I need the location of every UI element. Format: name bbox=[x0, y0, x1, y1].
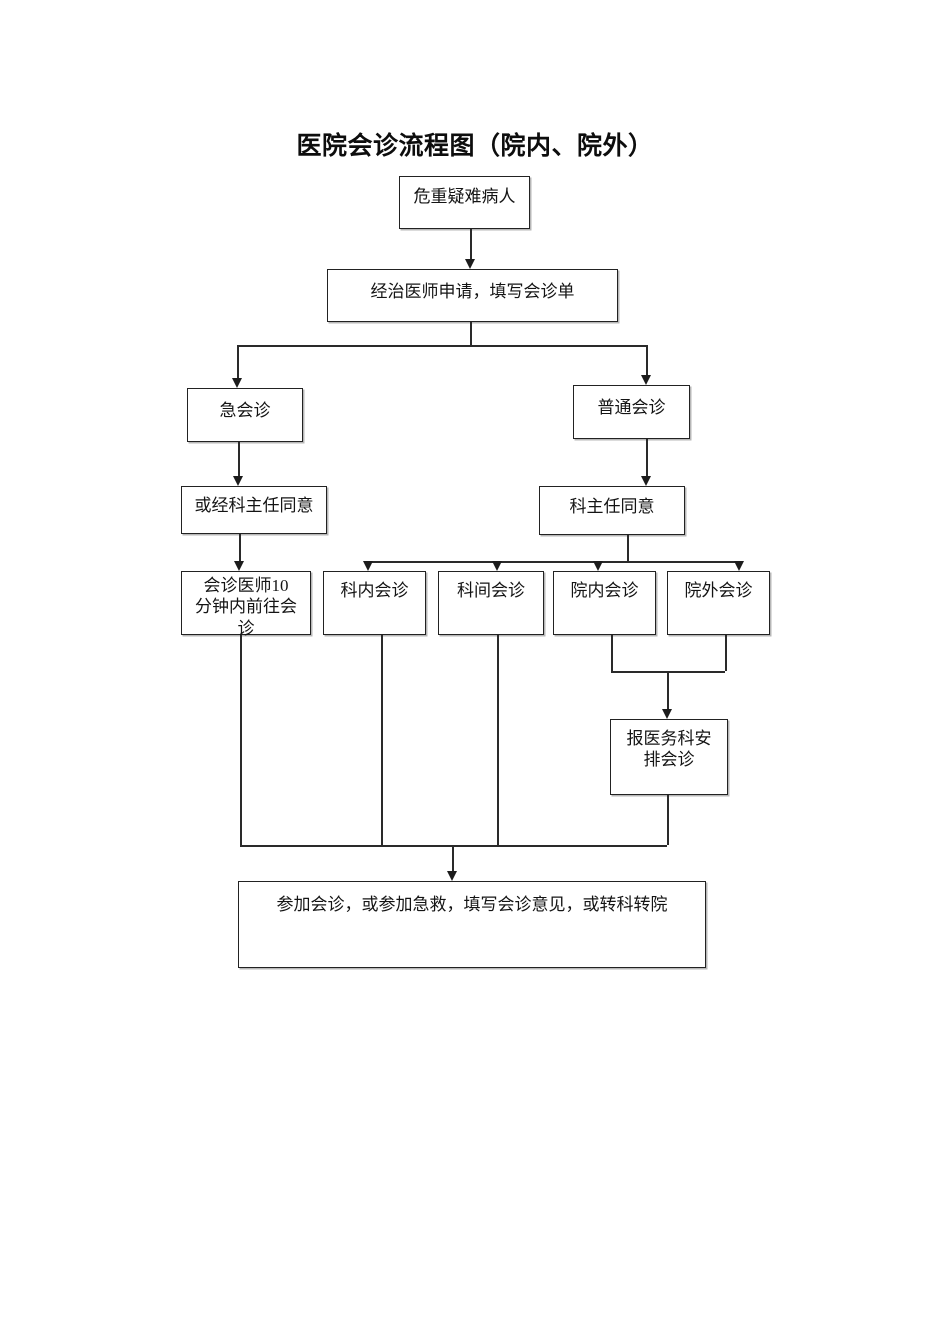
node-dept-director-consent: 科主任同意 bbox=[539, 486, 685, 535]
node-or-dept-director-consent: 或经科主任同意 bbox=[181, 486, 327, 534]
flow-arrowhead bbox=[734, 561, 744, 571]
flow-line bbox=[381, 635, 383, 845]
flow-arrowhead bbox=[641, 375, 651, 385]
flow-arrowhead bbox=[465, 259, 475, 269]
flow-arrowhead bbox=[447, 871, 457, 881]
flow-arrowhead bbox=[233, 476, 243, 486]
flow-line bbox=[238, 442, 240, 477]
flow-line bbox=[452, 845, 454, 872]
flow-line bbox=[646, 439, 648, 477]
flow-line bbox=[725, 635, 727, 671]
flow-line bbox=[365, 561, 740, 563]
flow-arrowhead bbox=[234, 561, 244, 571]
flow-line bbox=[497, 635, 499, 845]
flow-line bbox=[470, 229, 472, 260]
flow-arrowhead bbox=[232, 378, 242, 388]
flow-arrowhead bbox=[593, 561, 603, 571]
node-consultant-10min: 会诊医师10 分钟内前往会 诊 bbox=[181, 571, 311, 638]
flow-line bbox=[627, 535, 629, 561]
flow-line bbox=[239, 534, 241, 562]
node-emergency-consult: 急会诊 bbox=[187, 388, 303, 442]
flow-line bbox=[240, 635, 242, 845]
flow-line bbox=[237, 345, 239, 379]
flow-arrowhead bbox=[641, 476, 651, 486]
page-title: 医院会诊流程图（院内、院外） bbox=[296, 132, 654, 160]
node-ordinary-consult: 普通会诊 bbox=[573, 385, 690, 439]
node-intra-dept-consult: 科内会诊 bbox=[323, 571, 426, 635]
flow-line bbox=[667, 795, 669, 845]
flow-line bbox=[611, 635, 613, 671]
flow-line bbox=[667, 671, 669, 710]
node-critical-patient: 危重疑难病人 bbox=[399, 176, 530, 229]
node-extra-hospital-consult: 院外会诊 bbox=[667, 571, 770, 635]
flow-line bbox=[611, 671, 725, 673]
flow-line bbox=[237, 345, 647, 347]
flow-line bbox=[470, 322, 472, 345]
node-intra-hospital-consult: 院内会诊 bbox=[553, 571, 656, 635]
flow-arrowhead bbox=[662, 709, 672, 719]
node-physician-request: 经治医师申请，填写会诊单 bbox=[327, 269, 618, 322]
node-attend-consult: 参加会诊，或参加急救，填写会诊意见，或转科转院 bbox=[238, 881, 706, 968]
flow-arrowhead bbox=[363, 561, 373, 571]
flow-line bbox=[646, 345, 648, 376]
node-report-medical-affairs: 报医务科安 排会诊 bbox=[610, 719, 728, 795]
flow-arrowhead bbox=[492, 561, 502, 571]
node-inter-dept-consult: 科间会诊 bbox=[438, 571, 544, 635]
flow-line bbox=[240, 845, 667, 847]
